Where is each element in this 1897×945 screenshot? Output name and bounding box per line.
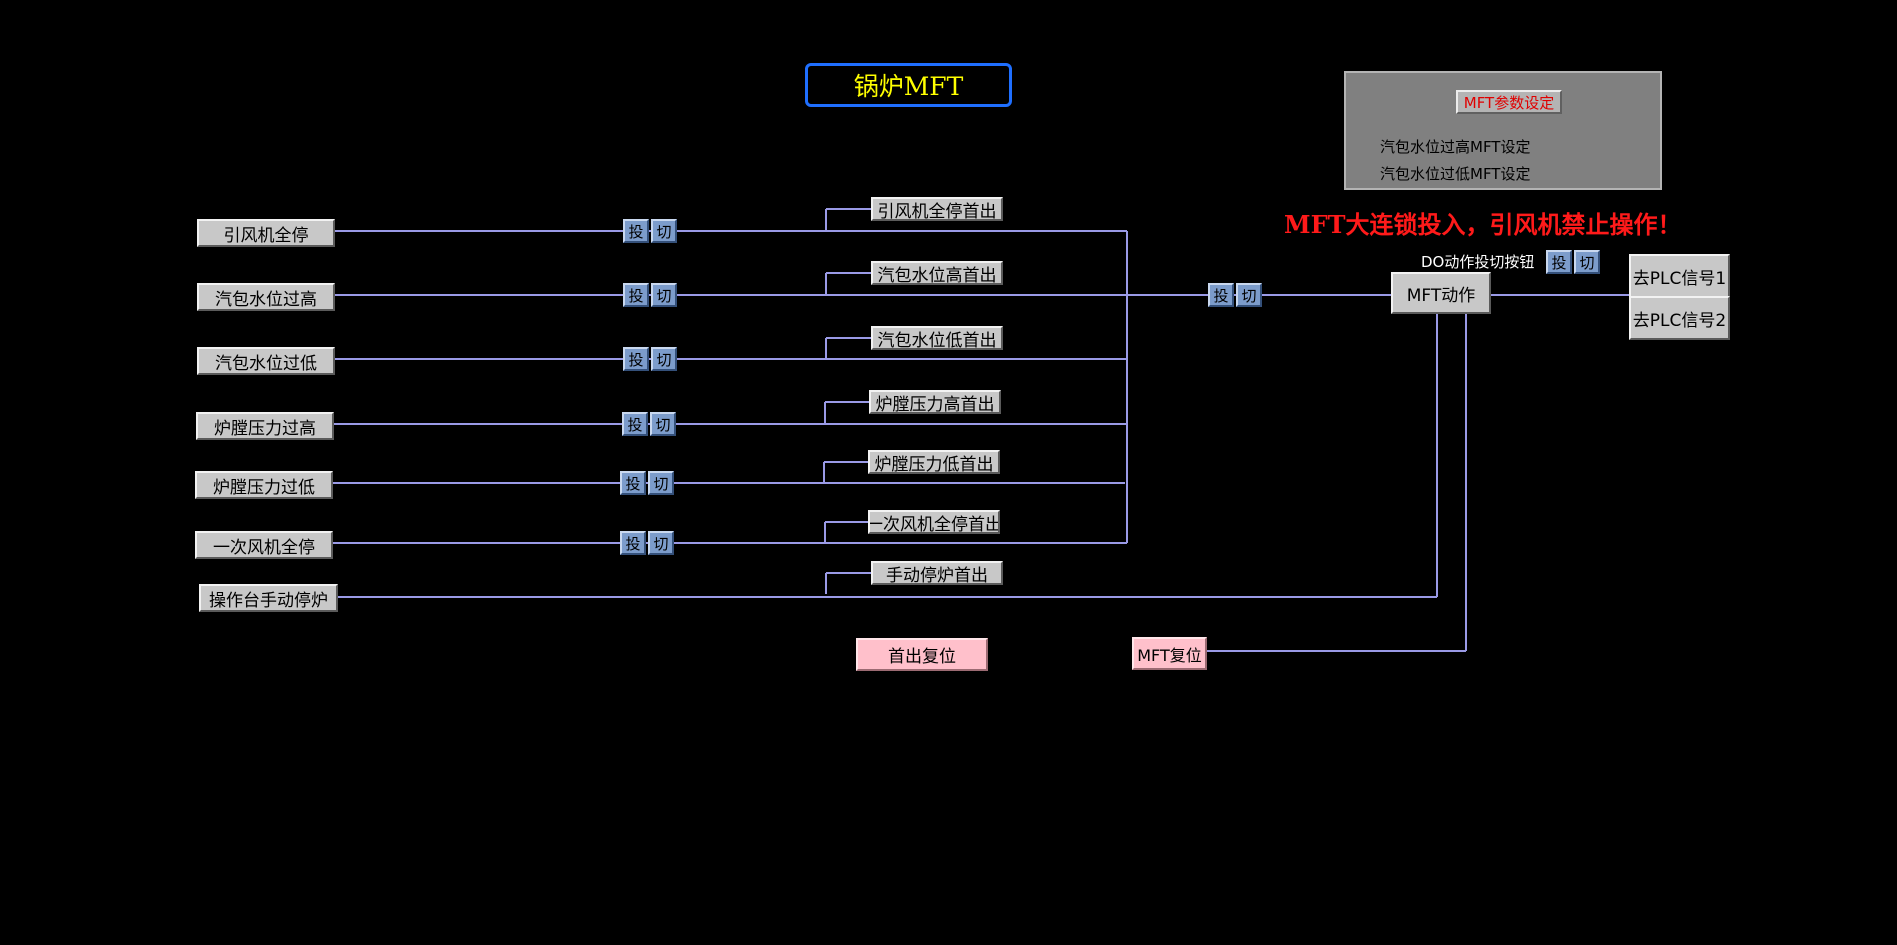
toggle-on-button[interactable]: 投 [622, 412, 648, 436]
toggle-row-6: 投 切 [620, 531, 674, 555]
param-settings-label: MFT参数设定 [1463, 93, 1555, 112]
toggle-on-button[interactable]: 投 [620, 531, 646, 555]
first-out-manual-stop: 手动停炉首出 [871, 561, 1003, 585]
toggle-on-button[interactable]: 投 [1208, 283, 1234, 307]
toggle-off-button[interactable]: 切 [1236, 283, 1262, 307]
first-out-drum-level-high: 汽包水位高首出 [871, 261, 1003, 285]
do-toggle-label: DO动作投切按钮 [1421, 253, 1535, 271]
first-out-primary-fan-all-stop: 一次风机全停首出 [868, 510, 1000, 534]
toggle-on-button[interactable]: 投 [623, 347, 649, 371]
toggle-row-2: 投 切 [623, 283, 677, 307]
toggle-row-1: 投 切 [623, 219, 677, 243]
param-settings-button[interactable]: MFT参数设定 [1456, 90, 1562, 114]
do-on-button[interactable]: 投 [1546, 250, 1572, 274]
toggle-off-button[interactable]: 切 [651, 347, 677, 371]
first-out-drum-level-low: 汽包水位低首出 [871, 326, 1003, 350]
toggle-row-4: 投 切 [622, 412, 676, 436]
first-out-furnace-pressure-low: 炉膛压力低首出 [868, 450, 1000, 474]
toggle-on-button[interactable]: 投 [623, 219, 649, 243]
toggle-off-button[interactable]: 切 [651, 283, 677, 307]
mft-reset-button[interactable]: MFT复位 [1132, 637, 1207, 670]
toggle-off-button[interactable]: 切 [648, 471, 674, 495]
mft-action-indicator: MFT动作 [1391, 272, 1491, 314]
do-off-button[interactable]: 切 [1574, 250, 1600, 274]
page-title: 锅炉MFT [805, 63, 1012, 107]
toggle-mft-main: 投 切 [1208, 283, 1262, 307]
param-item-high-level[interactable]: 汽包水位过高MFT设定 [1380, 138, 1531, 156]
plc-signal-2: 去PLC信号2 [1629, 296, 1730, 340]
toggle-on-button[interactable]: 投 [623, 283, 649, 307]
input-drum-level-low[interactable]: 汽包水位过低 [197, 347, 335, 375]
param-item-low-level[interactable]: 汽包水位过低MFT设定 [1380, 165, 1531, 183]
toggle-row-5: 投 切 [620, 471, 674, 495]
input-primary-fan-all-stop[interactable]: 一次风机全停 [195, 531, 333, 559]
input-fan-all-stop[interactable]: 引风机全停 [197, 219, 335, 247]
plc-signal-1: 去PLC信号1 [1629, 254, 1730, 298]
toggle-on-button[interactable]: 投 [620, 471, 646, 495]
first-out-reset-button[interactable]: 首出复位 [856, 638, 988, 671]
mft-param-panel: MFT参数设定 汽包水位过高MFT设定 汽包水位过低MFT设定 [1344, 71, 1662, 190]
toggle-off-button[interactable]: 切 [648, 531, 674, 555]
interlock-warning: MFT大连锁投入，引风机禁止操作！ [1284, 210, 1682, 239]
toggle-row-3: 投 切 [623, 347, 677, 371]
input-furnace-pressure-high[interactable]: 炉膛压力过高 [196, 412, 334, 440]
first-out-furnace-pressure-high: 炉膛压力高首出 [869, 390, 1001, 414]
page-title-text: 锅炉MFT [853, 72, 964, 101]
toggle-off-button[interactable]: 切 [650, 412, 676, 436]
toggle-off-button[interactable]: 切 [651, 219, 677, 243]
input-manual-boiler-stop[interactable]: 操作台手动停炉 [199, 584, 338, 612]
first-out-fan-all-stop: 引风机全停首出 [871, 197, 1003, 221]
do-toggle: 投 切 [1546, 250, 1600, 274]
input-drum-level-high[interactable]: 汽包水位过高 [197, 283, 335, 311]
input-furnace-pressure-low[interactable]: 炉膛压力过低 [195, 471, 333, 499]
